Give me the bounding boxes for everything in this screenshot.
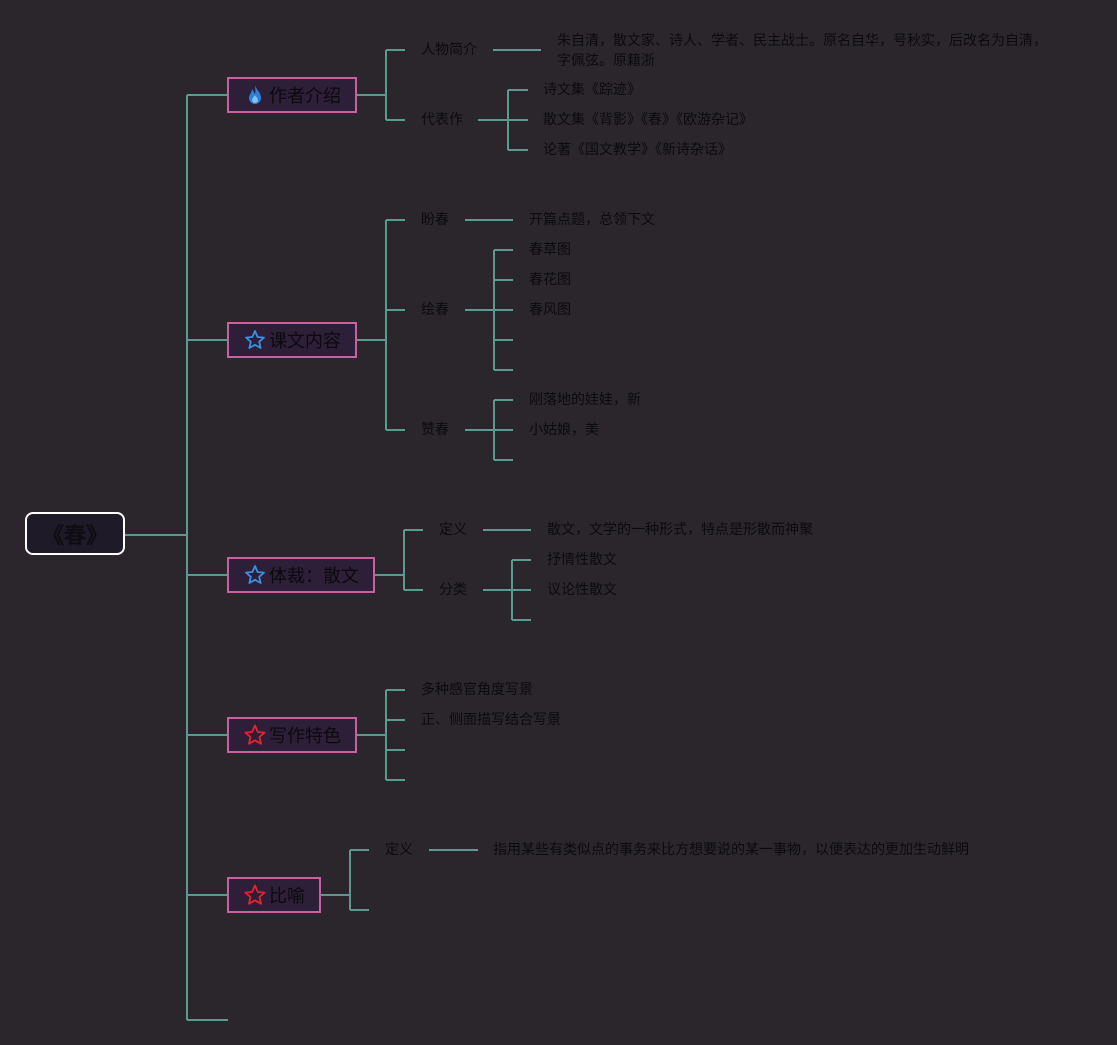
node-hui-chun[interactable]: 绘春 — [421, 302, 449, 318]
node-bio-detail[interactable]: 朱自清，散文家、诗人、学者、民主战士。原名自华，号秋实，后改名为自清，字佩弦。原… — [557, 33, 1047, 69]
node-hui-chun-item[interactable]: 春风图 — [529, 302, 571, 318]
star-icon — [243, 328, 267, 352]
branch-text-content[interactable]: 课文内容 — [227, 322, 357, 358]
node-work-item[interactable]: 散文集《背影》《春》《欧游杂记》 — [543, 112, 753, 128]
node-category-label[interactable]: 分类 — [439, 582, 467, 598]
node-works-label[interactable]: 代表作 — [421, 112, 463, 128]
node-pan-chun[interactable]: 盼春 — [421, 212, 449, 228]
branch-genre-prose[interactable]: 体裁：散文 — [227, 557, 375, 593]
root-node[interactable]: 《春》 — [25, 512, 125, 555]
node-zan-chun-item[interactable]: 刚落地的娃娃，新 — [529, 392, 641, 408]
node-work-item[interactable]: 论著《国文教学》《新诗杂话》 — [543, 142, 732, 158]
node-definition-detail[interactable]: 散文，文学的一种形式，特点是形散而神聚 — [547, 522, 813, 538]
node-hui-chun-item[interactable]: 春草图 — [529, 242, 571, 258]
branch-label: 写作特色 — [269, 726, 341, 747]
node-zan-chun-item[interactable]: 小姑娘，美 — [529, 422, 599, 438]
node-bio-label[interactable]: 人物简介 — [421, 42, 477, 58]
node-metaphor-definition-detail[interactable]: 指用某些有类似点的事务来比方想要说的某一事物，以便表达的更加生动鲜明 — [493, 842, 969, 858]
node-definition-label[interactable]: 定义 — [439, 522, 467, 538]
branch-writing-features[interactable]: 写作特色 — [227, 717, 357, 753]
branch-label: 体裁：散文 — [269, 566, 359, 587]
node-category-item[interactable]: 议论性散文 — [547, 582, 617, 598]
branch-label: 作者介绍 — [269, 86, 341, 107]
branch-author-intro[interactable]: 作者介绍 — [227, 77, 357, 113]
fire-icon — [243, 83, 267, 107]
node-feature-item[interactable]: 正、侧面描写结合写景 — [421, 712, 561, 728]
star-outline-red-icon — [243, 723, 267, 747]
branch-label: 比喻 — [269, 886, 305, 907]
node-feature-item[interactable]: 多种感官角度写景 — [421, 682, 533, 698]
star-outline-red-icon — [243, 883, 267, 907]
star-icon — [243, 563, 267, 587]
node-category-item[interactable]: 抒情性散文 — [547, 552, 617, 568]
branch-metaphor[interactable]: 比喻 — [227, 877, 321, 913]
node-zan-chun[interactable]: 赞春 — [421, 422, 449, 438]
node-metaphor-definition-label[interactable]: 定义 — [385, 842, 413, 858]
node-pan-chun-detail[interactable]: 开篇点题，总领下文 — [529, 212, 655, 228]
node-hui-chun-item[interactable]: 春花图 — [529, 272, 571, 288]
branch-label: 课文内容 — [269, 331, 341, 352]
node-work-item[interactable]: 诗文集《踪迹》 — [543, 82, 641, 98]
